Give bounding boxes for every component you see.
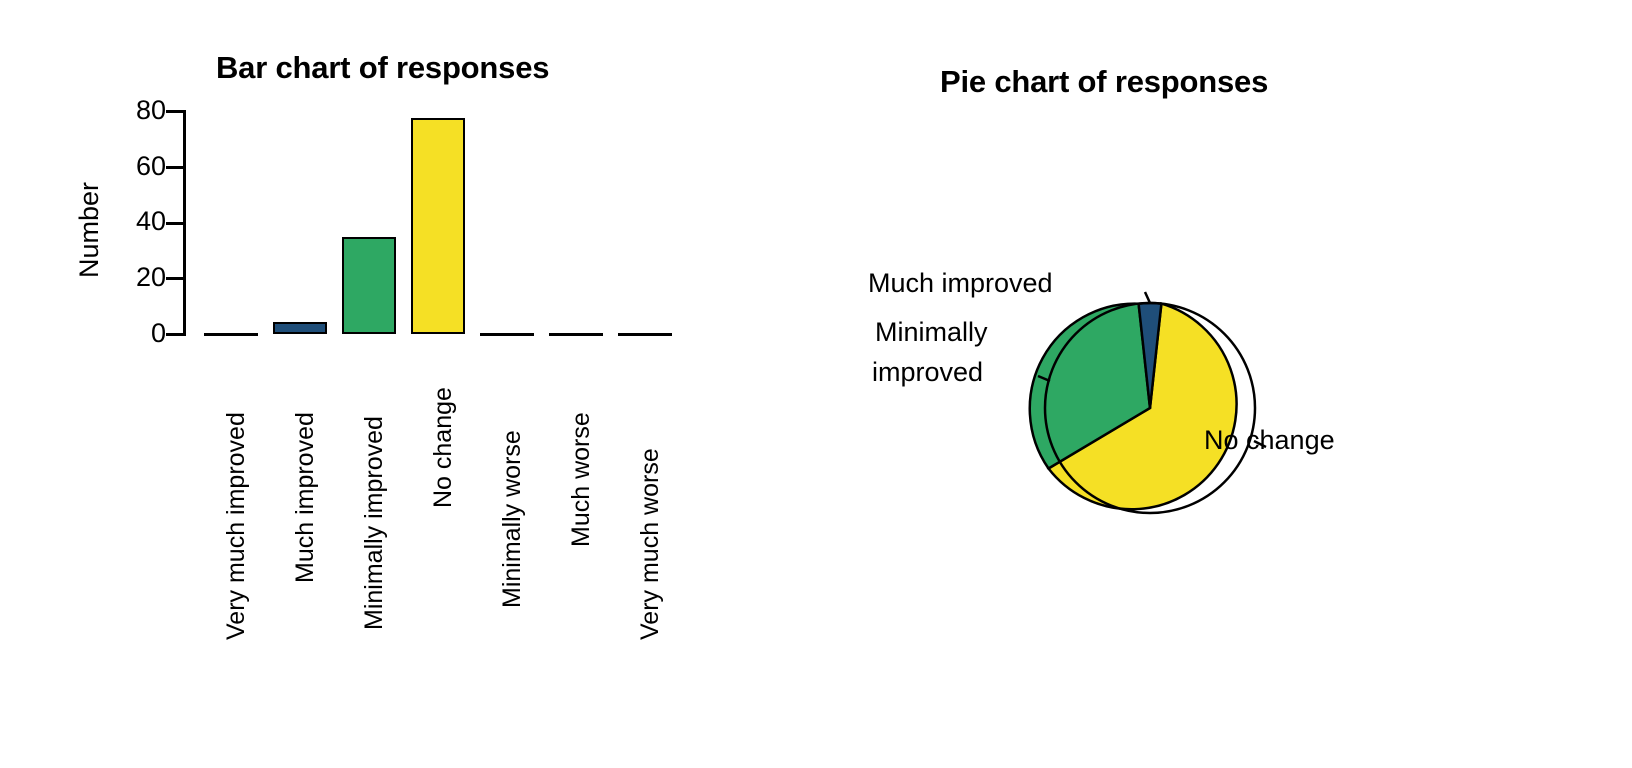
bar-very-much-worse	[618, 333, 672, 336]
pie-slice-minimally-improved	[1028, 302, 1152, 471]
bar-minimally-improved	[342, 237, 396, 334]
pie-leader-much-improved	[1143, 291, 1152, 304]
y-axis-tick-0	[166, 333, 186, 336]
y-tick-label-0: 0	[150, 318, 166, 348]
y-tick-label-80: 80	[135, 95, 166, 125]
bar-very-much-improved	[204, 333, 258, 336]
pie-leader-no-change	[1253, 439, 1267, 449]
y-tick-label-20: 20	[135, 262, 166, 292]
y-axis-tick-20	[166, 277, 186, 280]
x-tick-label-much-worse: Much worse	[567, 412, 595, 547]
x-tick-label-minimally-worse: Minimally worse	[498, 430, 526, 608]
x-tick-label-no-change: No change	[429, 387, 457, 508]
pie-label-much-improved: Much improved	[868, 268, 1053, 298]
pie-label-no-change: No change	[1204, 425, 1335, 455]
x-tick-label-very-much-improved: Very much improved	[222, 412, 250, 640]
pie-label-minimally-improved-line1: Minimally	[875, 317, 988, 347]
bar-much-improved	[273, 322, 327, 334]
pie-leader-minimally-improved	[1037, 374, 1051, 383]
pie-label-minimally-improved-line2: improved	[872, 357, 984, 387]
y-tick-label-40: 40	[135, 206, 166, 236]
bar-chart-title: Bar chart of responses	[216, 50, 550, 85]
y-axis-tick-60	[166, 166, 186, 169]
pie-chart-title: Pie chart of responses	[940, 64, 1269, 99]
x-tick-label-much-improved: Much improved	[291, 412, 319, 583]
x-tick-label-very-much-worse: Very much worse	[636, 448, 664, 640]
y-axis-tick-40	[166, 222, 186, 225]
y-tick-label-60: 60	[135, 151, 166, 181]
pie-chart-panel: Pie chart of responses Much improved Min…	[760, 0, 1632, 768]
pie-slice-no-change	[1046, 301, 1238, 511]
y-axis-tick-80	[166, 110, 186, 113]
pie-chart-graphic	[1028, 291, 1267, 515]
x-tick-label-minimally-improved: Minimally improved	[360, 416, 388, 630]
y-axis-title: Number	[74, 181, 104, 278]
bar-much-worse	[549, 333, 603, 336]
bar-minimally-worse	[480, 333, 534, 336]
bar-no-change	[411, 118, 465, 334]
bar-chart-panel: Bar chart of responses Number 0 20 40 60…	[0, 0, 760, 768]
